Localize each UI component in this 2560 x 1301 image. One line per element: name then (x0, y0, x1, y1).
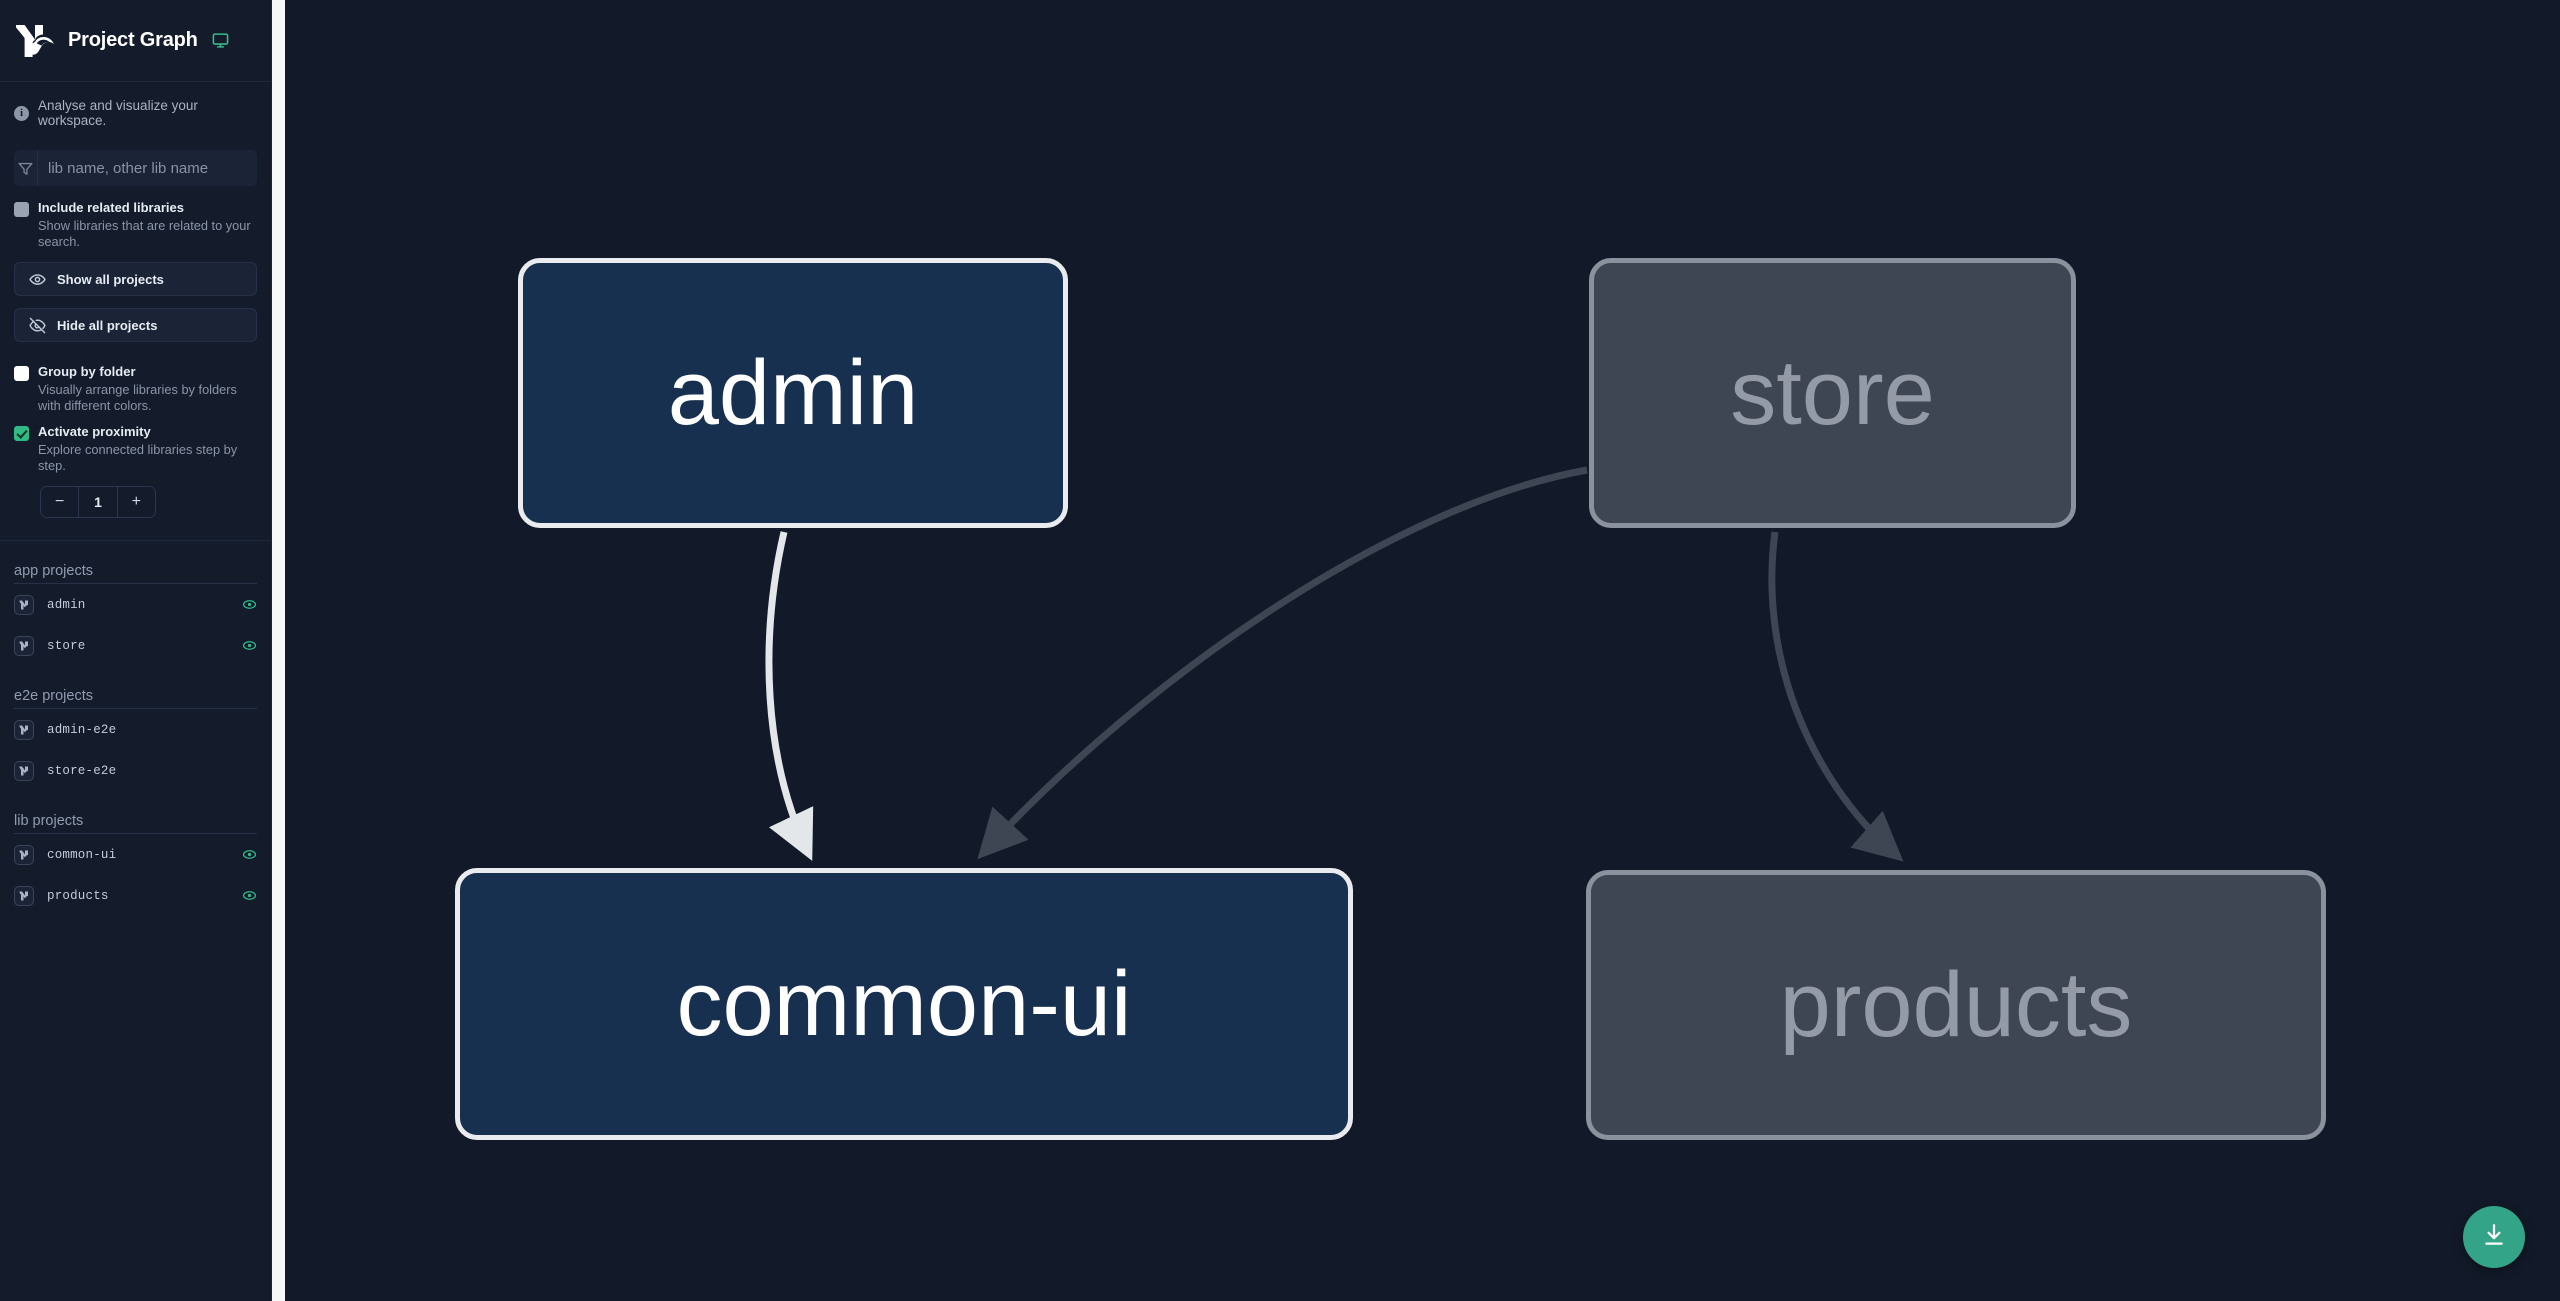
option-include-related-libraries[interactable]: Include related libraries Show libraries… (0, 186, 271, 250)
proximity-stepper: − 1 + (40, 486, 156, 518)
project-name: admin (47, 597, 86, 612)
option-activate-proximity[interactable]: Activate proximity Explore connected lib… (0, 414, 271, 474)
group-rule (14, 583, 257, 584)
group-rule (14, 833, 257, 834)
graph-node-label: common-ui (676, 953, 1132, 1055)
project-row-common-ui[interactable]: common-ui (0, 834, 271, 875)
graph-node-label: admin (667, 342, 919, 444)
project-row-admin-e2e[interactable]: admin-e2e (0, 709, 271, 750)
nx-logo-icon (14, 21, 56, 61)
hide-all-projects-button[interactable]: Hide all projects (14, 308, 257, 342)
project-row-products[interactable]: products (0, 875, 271, 916)
graph-canvas[interactable]: admin store common-ui products (272, 0, 2560, 1301)
option-group-by-folder[interactable]: Group by folder Visually arrange librari… (0, 350, 271, 414)
eye-off-icon (29, 317, 46, 334)
project-icon (14, 594, 34, 615)
info-icon: i (14, 105, 29, 121)
project-icon (14, 844, 34, 865)
visibility-eye-icon[interactable] (242, 888, 257, 903)
hide-all-projects-label: Hide all projects (57, 317, 158, 333)
option-title: Group by folder (38, 364, 136, 379)
project-row-admin[interactable]: admin (0, 584, 271, 625)
show-all-projects-label: Show all projects (57, 271, 164, 287)
sidebar: Project Graph i Analyse and visualize yo… (0, 0, 272, 1301)
option-description: Show libraries that are related to your … (38, 218, 251, 249)
group-heading-app-projects: app projects (14, 563, 93, 579)
project-name: store-e2e (47, 763, 117, 778)
option-title: Activate proximity (38, 424, 151, 439)
edge-admin-to-common-ui (765, 531, 814, 861)
checkbox-group-by-folder[interactable] (14, 366, 29, 381)
page-title: Project Graph (68, 29, 198, 51)
proximity-increment-button[interactable]: + (117, 487, 155, 517)
proximity-value: 1 (78, 487, 118, 517)
project-name: products (47, 888, 109, 903)
sidebar-divider (0, 540, 271, 541)
tagline-text: Analyse and visualize your workspace. (38, 98, 198, 128)
visibility-eye-icon[interactable] (242, 638, 257, 653)
project-row-store[interactable]: store (0, 625, 271, 666)
project-icon (14, 719, 34, 740)
project-icon (14, 885, 34, 906)
graph-node-admin[interactable]: admin (518, 258, 1068, 528)
option-title: Include related libraries (38, 200, 184, 215)
graph-node-products[interactable]: products (1586, 870, 2326, 1140)
sidebar-scrollbar[interactable] (272, 0, 285, 1301)
group-heading-lib-projects: lib projects (14, 813, 84, 829)
download-icon (2481, 1222, 2507, 1253)
sidebar-header: Project Graph (0, 0, 271, 82)
proximity-decrement-button[interactable]: − (41, 487, 79, 517)
project-row-store-e2e[interactable]: store-e2e (0, 750, 271, 791)
edge-store-to-common-ui (977, 466, 1588, 860)
project-icon (14, 635, 34, 656)
download-button[interactable] (2463, 1206, 2525, 1268)
graph-node-label: products (1779, 954, 2133, 1056)
edge-store-to-products (1768, 531, 1904, 862)
graph-edges (765, 466, 1904, 862)
eye-icon (29, 271, 46, 288)
checkbox-activate-proximity[interactable] (14, 426, 29, 441)
project-name: admin-e2e (47, 722, 117, 737)
option-description: Explore connected libraries step by step… (38, 442, 238, 473)
project-name: store (47, 638, 86, 653)
project-icon (14, 760, 34, 781)
project-name: common-ui (47, 847, 117, 862)
group-heading-e2e-projects: e2e projects (14, 688, 93, 704)
show-all-projects-button[interactable]: Show all projects (14, 262, 257, 296)
option-description: Visually arrange libraries by folders wi… (38, 382, 237, 413)
graph-node-store[interactable]: store (1589, 258, 2076, 528)
monitor-icon[interactable] (212, 32, 229, 49)
graph-node-common-ui[interactable]: common-ui (455, 868, 1353, 1140)
graph-node-label: store (1730, 342, 1935, 444)
visibility-eye-icon[interactable] (242, 847, 257, 862)
search-field[interactable] (14, 150, 257, 186)
tagline: i Analyse and visualize your workspace. (0, 82, 271, 140)
checkbox-include-related-libraries[interactable] (14, 202, 29, 217)
search-input[interactable] (38, 150, 257, 186)
filter-icon (14, 150, 38, 186)
visibility-eye-icon[interactable] (242, 597, 257, 612)
group-rule (14, 708, 257, 709)
